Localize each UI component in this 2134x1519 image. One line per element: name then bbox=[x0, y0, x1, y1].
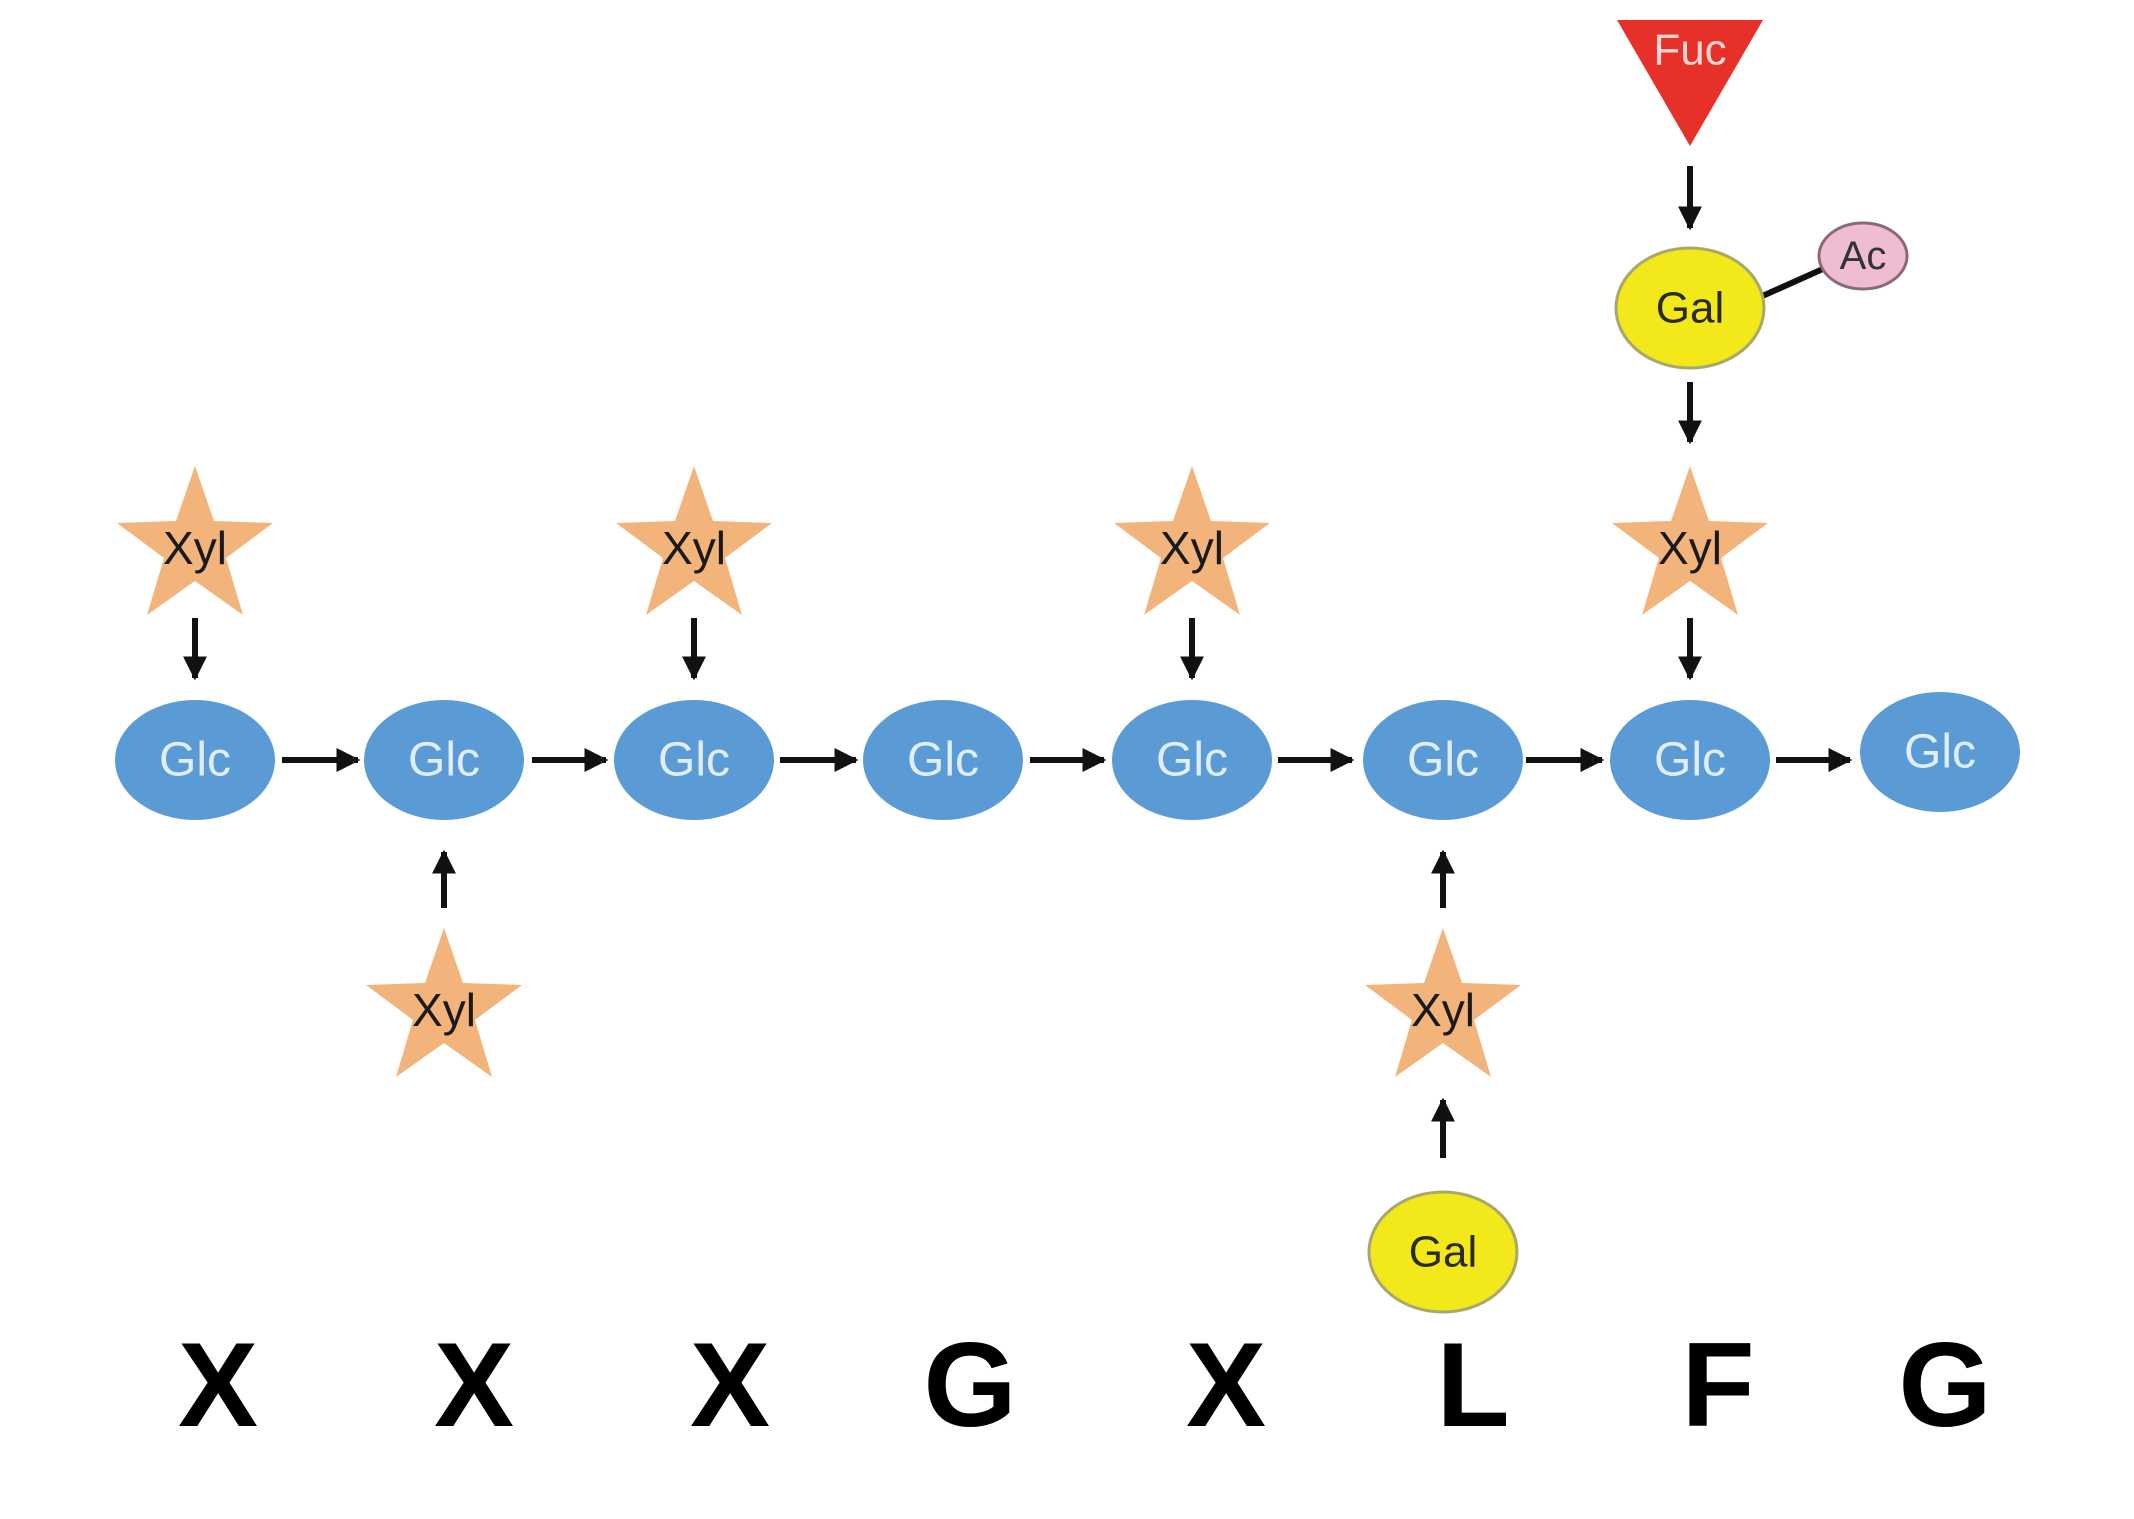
acetyl-group: Ac bbox=[1817, 221, 1909, 291]
glc-node: Glc bbox=[1860, 692, 2020, 812]
subunit-codes: X X X G X L F G bbox=[178, 1318, 1992, 1452]
gal-node: Gal bbox=[1367, 1190, 1519, 1314]
xyl-star: Xyl bbox=[117, 466, 273, 615]
ac-label: Ac bbox=[1840, 234, 1887, 278]
subunit-code: F bbox=[1681, 1318, 1754, 1452]
xyl-label: Xyl bbox=[662, 522, 726, 574]
xyl-star: Xyl bbox=[366, 928, 522, 1077]
glc-label: Glc bbox=[1904, 726, 1976, 779]
glc-label: Glc bbox=[1407, 734, 1479, 787]
glc-label: Glc bbox=[159, 734, 231, 787]
xyl-star: Xyl bbox=[1365, 928, 1521, 1077]
side-chain-links bbox=[183, 166, 1827, 1158]
xyl-label: Xyl bbox=[1160, 522, 1224, 574]
glc-node: Glc bbox=[1363, 700, 1523, 820]
xylose-units: Xyl Xyl Xyl Xyl Xyl Xyl bbox=[117, 466, 1768, 1077]
xyl-star: Xyl bbox=[616, 466, 772, 615]
backbone: Glc Glc Glc Glc Glc Glc Glc Glc bbox=[115, 692, 2020, 820]
glc-node: Glc bbox=[614, 700, 774, 820]
ac-bond bbox=[1756, 265, 1827, 301]
subunit-code: X bbox=[690, 1318, 770, 1452]
xyl-star: Xyl bbox=[1612, 466, 1768, 615]
glc-node: Glc bbox=[364, 700, 524, 820]
xyl-label: Xyl bbox=[412, 984, 476, 1036]
glc-label: Glc bbox=[408, 734, 480, 787]
glc-label: Glc bbox=[658, 734, 730, 787]
xyl-label: Xyl bbox=[1411, 984, 1475, 1036]
fuc-triangle bbox=[1617, 20, 1763, 146]
subunit-code: G bbox=[923, 1318, 1016, 1452]
glc-node: Glc bbox=[863, 700, 1023, 820]
xyl-label: Xyl bbox=[1658, 522, 1722, 574]
gal-node: Gal bbox=[1614, 246, 1766, 370]
gal-label: Gal bbox=[1656, 284, 1724, 333]
glc-label: Glc bbox=[907, 734, 979, 787]
xyl-label: Xyl bbox=[163, 522, 227, 574]
subunit-code: X bbox=[434, 1318, 514, 1452]
glc-node: Glc bbox=[115, 700, 275, 820]
subunit-code: X bbox=[1186, 1318, 1266, 1452]
fucose-unit: Fuc bbox=[1617, 20, 1763, 146]
subunit-code: X bbox=[178, 1318, 258, 1452]
galactose-units: Gal Gal bbox=[1367, 246, 1766, 1314]
glc-label: Glc bbox=[1654, 734, 1726, 787]
gal-label: Gal bbox=[1409, 1228, 1477, 1277]
glc-node: Glc bbox=[1610, 700, 1770, 820]
glc-node: Glc bbox=[1112, 700, 1272, 820]
xyl-star: Xyl bbox=[1114, 466, 1270, 615]
glc-label: Glc bbox=[1156, 734, 1228, 787]
subunit-code: L bbox=[1436, 1318, 1509, 1452]
fuc-label: Fuc bbox=[1653, 26, 1726, 75]
subunit-code: G bbox=[1898, 1318, 1991, 1452]
